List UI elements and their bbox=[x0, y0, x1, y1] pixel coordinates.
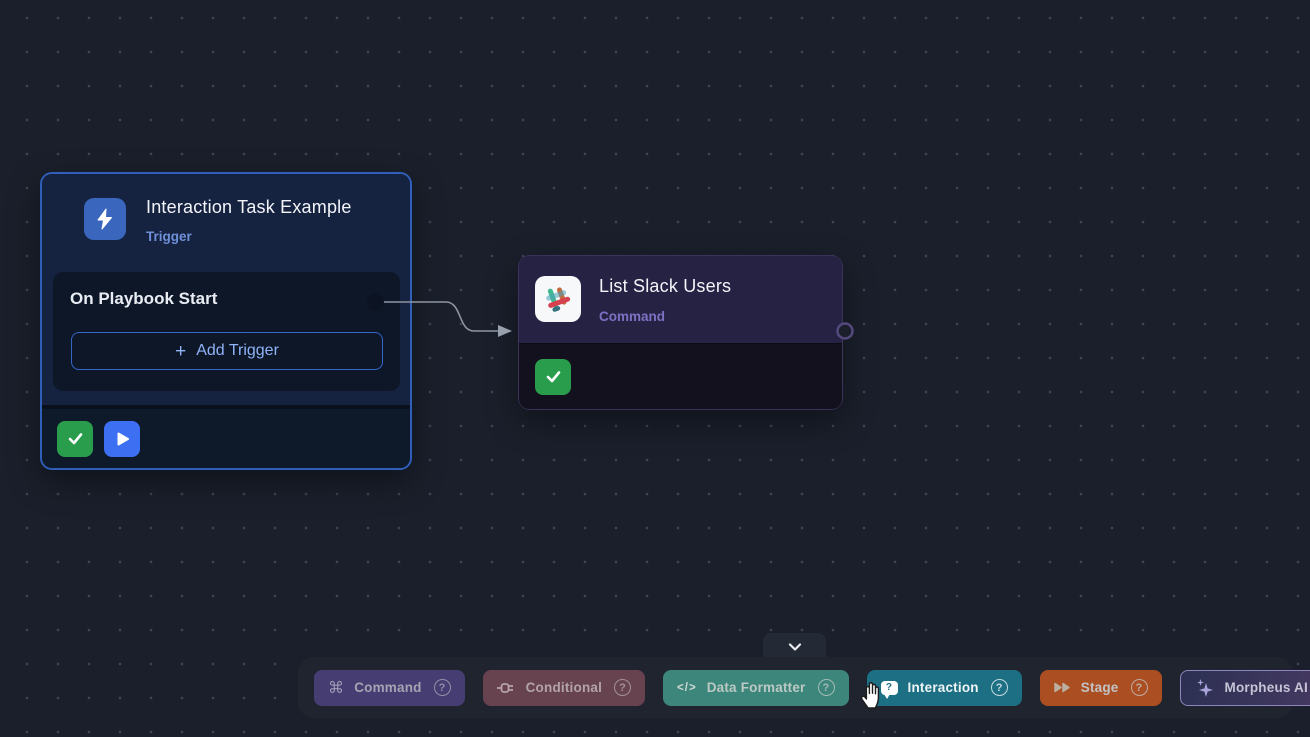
trigger-node-footer bbox=[42, 405, 410, 468]
slack-node-header[interactable]: List Slack Users Command bbox=[519, 256, 842, 342]
palette-conditional-label: Conditional bbox=[525, 680, 603, 695]
palette-stage-button[interactable]: Stage ? bbox=[1039, 669, 1162, 706]
checkmark-icon bbox=[68, 433, 82, 445]
help-circle-icon[interactable]: ? bbox=[433, 679, 451, 696]
plug-icon bbox=[496, 682, 513, 693]
trigger-node-header[interactable]: Interaction Task Example Trigger On Play… bbox=[42, 174, 410, 403]
fast-forward-icon bbox=[1053, 682, 1070, 693]
palette-interaction-label: Interaction bbox=[907, 680, 979, 695]
palette-conditional-button[interactable]: Conditional ? bbox=[482, 669, 646, 706]
palette-command-label: Command bbox=[354, 680, 422, 695]
help-circle-icon[interactable]: ? bbox=[817, 679, 835, 696]
chevron-down-icon bbox=[788, 643, 801, 651]
node-palette-toolbar: ⌘ Command ? Conditional ? </> Data Forma… bbox=[298, 657, 1310, 718]
lightning-bolt-icon bbox=[84, 198, 126, 240]
command-key-icon: ⌘ bbox=[328, 679, 345, 697]
checkmark-icon bbox=[546, 371, 560, 383]
slack-logo-icon bbox=[535, 276, 581, 322]
chat-bubble-question-icon: ? bbox=[880, 680, 898, 699]
help-circle-icon[interactable]: ? bbox=[614, 679, 632, 696]
slack-node-footer bbox=[519, 343, 842, 409]
palette-interaction-button[interactable]: ? Interaction ? bbox=[866, 669, 1022, 706]
edge-arrowhead-icon bbox=[498, 325, 512, 337]
add-trigger-button[interactable]: + Add Trigger bbox=[71, 332, 383, 370]
plus-icon: + bbox=[175, 340, 187, 362]
trigger-node-title: Interaction Task Example bbox=[146, 197, 352, 217]
code-brackets-icon: </> bbox=[677, 681, 697, 694]
dock-collapse-tab[interactable] bbox=[763, 633, 826, 661]
ai-sparkle-icon bbox=[1196, 678, 1213, 697]
slack-node-title: List Slack Users bbox=[599, 276, 732, 296]
help-circle-icon[interactable]: ? bbox=[990, 679, 1008, 696]
help-circle-icon[interactable]: ? bbox=[1130, 679, 1148, 696]
palette-data-formatter-label: Data Formatter bbox=[706, 680, 806, 695]
palette-morpheus-ai-label: Morpheus AI bbox=[1224, 680, 1308, 695]
trigger-node-type-label: Trigger bbox=[146, 229, 192, 244]
trigger-row-label: On Playbook Start bbox=[70, 289, 218, 308]
slack-node-type-label: Command bbox=[599, 309, 666, 324]
palette-data-formatter-button[interactable]: </> Data Formatter ? bbox=[663, 669, 849, 706]
trigger-node-card[interactable]: Interaction Task Example Trigger On Play… bbox=[40, 172, 412, 470]
palette-command-button[interactable]: ⌘ Command ? bbox=[314, 669, 465, 706]
validate-check-button[interactable] bbox=[57, 420, 93, 457]
palette-stage-label: Stage bbox=[1080, 680, 1119, 695]
play-icon bbox=[117, 432, 129, 445]
validate-check-button[interactable] bbox=[535, 358, 571, 395]
run-play-button[interactable] bbox=[104, 420, 140, 457]
add-trigger-label: Add Trigger bbox=[196, 342, 279, 359]
palette-morpheus-ai-button[interactable]: Morpheus AI ? bbox=[1179, 669, 1310, 706]
trigger-list-panel: On Playbook Start + Add Trigger bbox=[53, 272, 400, 391]
slack-command-node-card[interactable]: List Slack Users Command bbox=[518, 255, 843, 410]
